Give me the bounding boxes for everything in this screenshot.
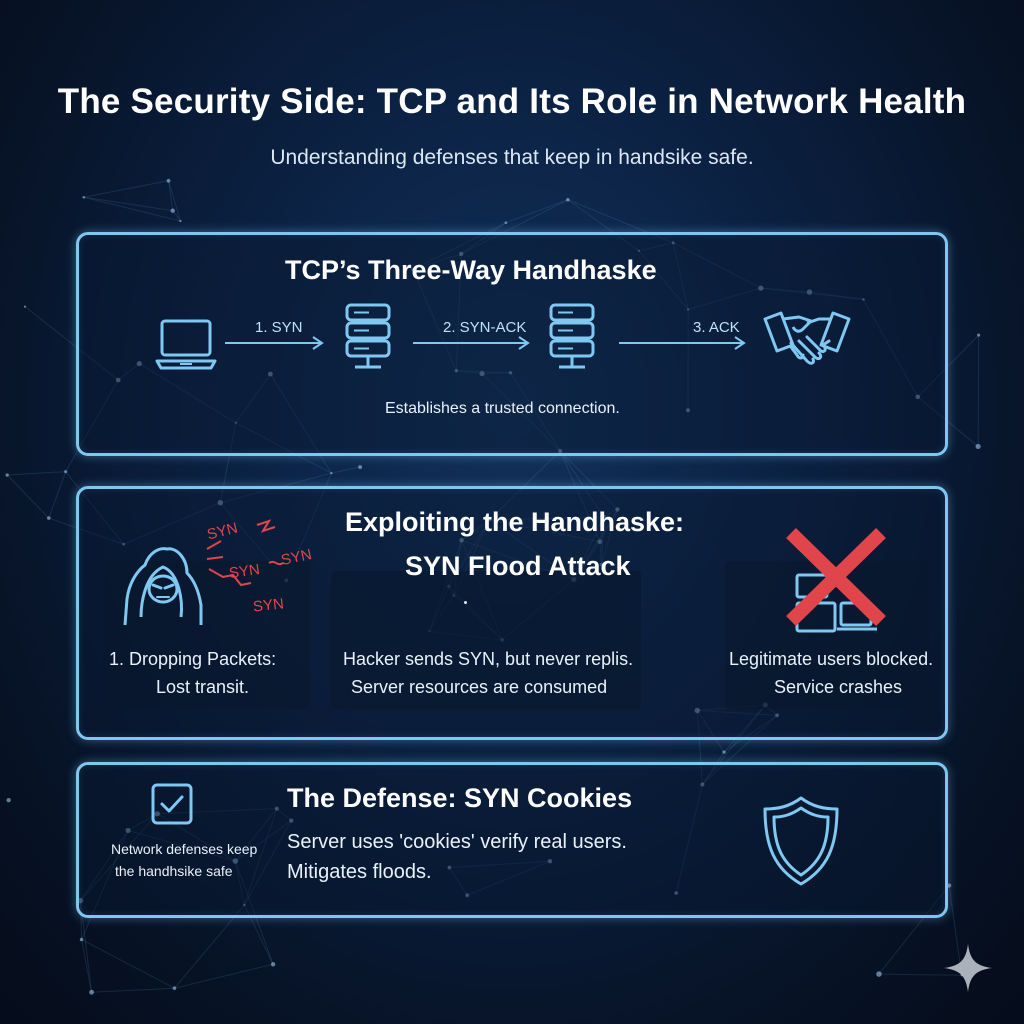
defense-line2: Mitigates floods. [287,861,432,883]
attack-mid-line1: Hacker sends SYN, but never replis. [343,649,634,669]
step-1-label: 1. SYN [255,319,303,336]
attack-left-line1: 1. Dropping Packets: [109,649,277,669]
arrow-syn-ack [413,336,530,350]
attack-panel: Exploiting the Handhaske: SYN Flood Atta… [76,486,948,740]
page-subtitle: Understanding defenses that keep in hand… [270,146,754,169]
step-2-label: 2. SYN-ACK [443,319,527,336]
shield-icon [763,796,839,886]
defense-panel: Network defenses keep the handhsike safe… [76,762,948,918]
attack-title-line1: Exploiting the Handhaske: [345,507,685,537]
attack-card-left [103,561,309,709]
step-3-label: 3. ACK [693,319,740,336]
attack-right-line1: Legitimate users blocked. [729,649,934,669]
syn-signal-lines [206,519,284,587]
server-icon [345,303,391,369]
defense-left-line1: Network defenses keep [111,841,258,857]
sparkle-icon [944,944,992,992]
arrow-ack [619,336,746,350]
defense-line1: Server uses 'cookies' verify real users. [287,831,627,853]
attack-card-middle [331,571,641,709]
attack-dot [464,601,467,604]
handshake-icon [763,311,851,365]
attack-left-line2: Lost transit. [156,677,250,697]
attack-mid-line2: Server resources are consumed [351,677,608,697]
attack-right-line2: Service crashes [774,677,903,697]
server-icon [549,303,595,369]
laptop-icon [155,319,217,370]
handshake-caption: Establishes a trusted connection. [385,400,620,417]
arrow-syn [225,336,324,350]
attack-title-line2: SYN Flood Attack [405,551,631,581]
defense-title: The Defense: SYN Cookies [287,783,633,813]
handshake-panel: TCP’s Three-Way Handhaske 1. SYN 2. SYN-… [76,232,948,456]
defense-left-line2: the handhsike safe [115,863,233,879]
page-title: The Security Side: TCP and Its Role in N… [57,82,967,121]
red-x-icon [786,527,886,627]
hacker-icon [123,547,203,626]
handshake-title: TCP’s Three-Way Handhaske [285,255,657,285]
checkbox-icon [151,783,193,825]
